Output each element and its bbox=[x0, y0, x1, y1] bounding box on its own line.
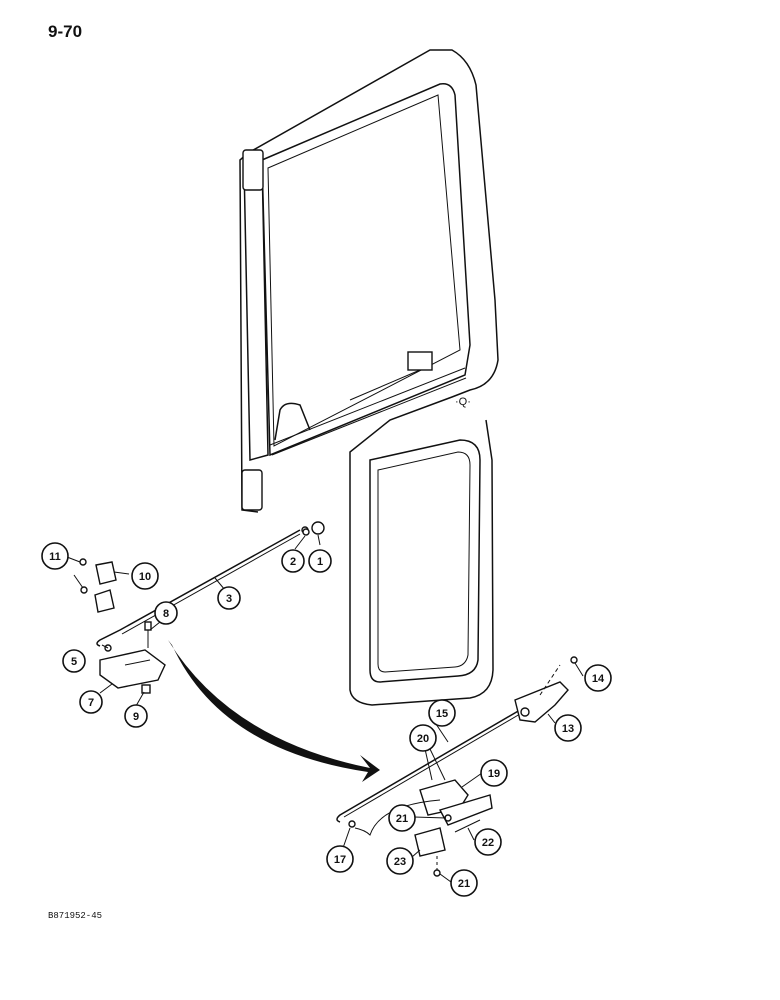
svg-text:11: 11 bbox=[49, 551, 61, 563]
svg-text:22: 22 bbox=[482, 837, 494, 849]
callout-15: 15 bbox=[428, 699, 456, 727]
upper-hinge bbox=[242, 149, 264, 191]
svg-text:5: 5 bbox=[71, 656, 77, 668]
callout-21-upper: 21 bbox=[388, 804, 416, 832]
svg-text:·Q·: ·Q· bbox=[455, 396, 471, 408]
upper-rod bbox=[96, 526, 309, 647]
callout-21-lower: 21 bbox=[450, 869, 478, 897]
callout-5: 5 bbox=[62, 649, 86, 673]
callout-23: 23 bbox=[386, 847, 414, 875]
callout-8: 8 bbox=[154, 601, 178, 625]
callout-20: 20 bbox=[409, 724, 437, 752]
svg-text:21: 21 bbox=[396, 813, 408, 825]
svg-text:23: 23 bbox=[394, 856, 406, 868]
svg-text:20: 20 bbox=[417, 733, 429, 745]
svg-text:21: 21 bbox=[458, 878, 470, 890]
svg-text:1: 1 bbox=[317, 556, 323, 568]
svg-text:8: 8 bbox=[163, 608, 169, 620]
callout-10: 10 bbox=[131, 562, 159, 590]
callout-11: 11 bbox=[41, 542, 69, 570]
cab-door-frame: ·Q· bbox=[239, 49, 499, 706]
callout-13: 13 bbox=[554, 714, 582, 742]
callout-2: 2 bbox=[281, 549, 305, 573]
leader-lines bbox=[66, 534, 584, 883]
svg-text:10: 10 bbox=[139, 571, 151, 583]
svg-text:13: 13 bbox=[562, 723, 574, 735]
lower-hinge bbox=[241, 469, 263, 511]
washer-part-2 bbox=[302, 528, 310, 536]
svg-text:3: 3 bbox=[226, 593, 232, 605]
callout-7: 7 bbox=[79, 690, 103, 714]
knob-part-1 bbox=[311, 521, 325, 535]
svg-text:14: 14 bbox=[592, 673, 605, 685]
figure-code: B871952-45 bbox=[48, 911, 103, 921]
callout-3: 3 bbox=[217, 586, 241, 610]
svg-text:7: 7 bbox=[88, 697, 94, 709]
callout-9: 9 bbox=[124, 704, 148, 728]
callout-22: 22 bbox=[474, 828, 502, 856]
svg-text:2: 2 bbox=[290, 556, 296, 568]
svg-text:15: 15 bbox=[436, 708, 448, 720]
callout-1: 1 bbox=[308, 549, 332, 573]
latch-assembly-lower-left bbox=[99, 621, 166, 694]
callout-17: 17 bbox=[326, 845, 354, 873]
svg-text:19: 19 bbox=[488, 768, 500, 780]
svg-text:17: 17 bbox=[334, 854, 346, 866]
svg-text:9: 9 bbox=[133, 711, 139, 723]
callout-14: 14 bbox=[584, 664, 612, 692]
window-latch-bracket bbox=[407, 351, 433, 371]
detail-arrow bbox=[168, 640, 380, 782]
callout-19: 19 bbox=[480, 759, 508, 787]
latch-detail-assembly bbox=[336, 656, 578, 877]
page-number: 9-70 bbox=[48, 22, 83, 41]
bumper-parts bbox=[79, 558, 117, 613]
